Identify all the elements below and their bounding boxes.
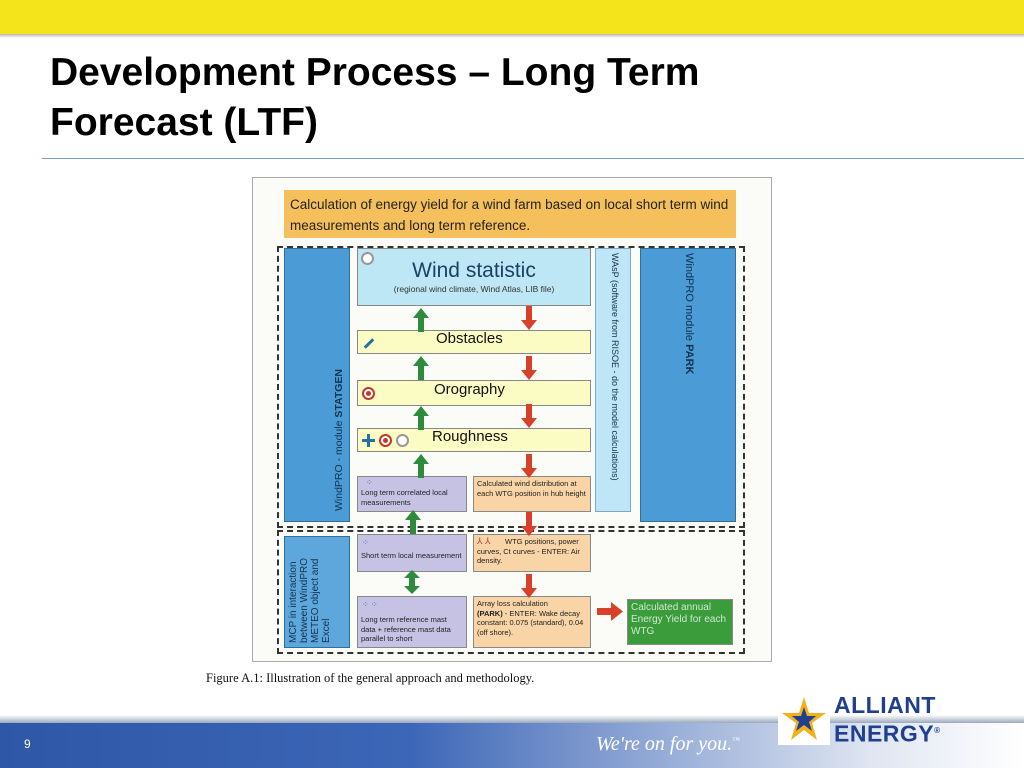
- footer-bar: [0, 723, 1024, 768]
- arrow-double-1: [404, 570, 420, 594]
- lt-correlated-box: ⁘ Long term correlated local measurement…: [357, 476, 467, 512]
- circle-icon: [361, 252, 374, 265]
- annual-energy-box: Calculated annual Energy Yield for each …: [627, 599, 733, 645]
- lt-reference-box: ⁘ ⁘ Long term reference mast data + refe…: [357, 596, 467, 648]
- wind-icon: ⁘: [366, 478, 373, 487]
- slide-title: Development Process – Long Term Forecast…: [50, 48, 950, 148]
- title-divider: [42, 158, 1024, 159]
- arrow-up-3: [413, 406, 429, 430]
- title-line-1: Development Process – Long Term: [50, 51, 700, 94]
- lt-reference-text: Long term reference mast data + referenc…: [361, 615, 451, 643]
- crosshair-icon: [362, 434, 375, 447]
- arrow-up-4: [413, 454, 429, 478]
- target-icon: [379, 434, 392, 447]
- flow-arrows: [404, 306, 623, 621]
- arrow-right-1: [597, 602, 623, 621]
- wtg-positions-box: ⅄ ⅄ WTG positions, power curves, Ct curv…: [473, 534, 591, 572]
- array-loss-park: (PARK): [477, 608, 503, 618]
- annual-energy-text: Calculated annual Energy Yield for each …: [631, 602, 727, 637]
- orography-label: Orography: [434, 381, 505, 398]
- arrow-down-3: [521, 404, 537, 428]
- wind-statistic-subtitle: (regional wind climate, Wind Atlas, LIB …: [393, 284, 555, 294]
- meteo-group-frame: [277, 530, 745, 654]
- logo-star-icon: [778, 693, 830, 745]
- obstacles-label: Obstacles: [436, 330, 503, 347]
- target-icon: [362, 387, 375, 400]
- tagline: We're on for you.™: [596, 733, 740, 755]
- top-bar-shadow: [0, 34, 1024, 38]
- short-term-text: Short term local measurement: [361, 551, 462, 560]
- orography-box: Orography: [357, 380, 591, 406]
- wtg-positions-text: WTG positions, power curves, Ct curves -…: [477, 537, 580, 565]
- statgen-column: WindPRO - module STATGEN: [284, 248, 350, 522]
- arrow-down-2: [521, 356, 537, 380]
- page-number: 9: [24, 737, 31, 751]
- arrow-up-5: [405, 510, 421, 534]
- obstacles-box: Obstacles: [357, 330, 591, 354]
- arrow-down-5: [521, 512, 537, 536]
- lt-correlated-text: Long term correlated local measurements: [361, 488, 448, 507]
- park-column: WindPRO module PARK: [640, 248, 736, 522]
- figure-header: Calculation of energy yield for a wind f…: [284, 190, 736, 238]
- calc-wind-distribution-text: Calculated wind distribution at each WTG…: [477, 479, 586, 498]
- roughness-label: Roughness: [432, 428, 508, 445]
- short-term-box: ⁘ Short term local measurement: [357, 534, 467, 572]
- arrow-up-2: [413, 356, 429, 380]
- roughness-box: Roughness: [357, 428, 591, 452]
- mast-icon: ⁘ ⁘: [362, 600, 378, 609]
- arrow-down-6: [521, 574, 537, 598]
- footer-shadow: [0, 715, 1024, 723]
- statgen-group-frame: [277, 246, 745, 528]
- arrow-down-1: [521, 306, 537, 330]
- calc-wind-distribution-box: Calculated wind distribution at each WTG…: [473, 476, 591, 512]
- circle-icon: [396, 434, 409, 447]
- arrow-up-1: [413, 308, 429, 332]
- figure-caption: Figure A.1: Illustration of the general …: [206, 671, 535, 685]
- top-accent-bar: [0, 0, 1024, 34]
- process-figure: Calculation of energy yield for a wind f…: [252, 177, 772, 662]
- turbine-icon: ⅄ ⅄: [477, 536, 491, 546]
- wind-statistic-title: Wind statistic: [412, 259, 536, 282]
- array-loss-text-2: - ENTER: Wake decay constant: 0.075 (sta…: [477, 608, 584, 637]
- wasp-column: WAsP (software from RISOE - do the model…: [595, 248, 631, 512]
- array-loss-box: Array loss calculation (PARK) - ENTER: W…: [473, 596, 591, 648]
- wind-icon: ⁘: [362, 538, 369, 547]
- title-line-2: Forecast (LTF): [50, 101, 318, 144]
- array-loss-text-1: Array loss calculation: [477, 599, 548, 608]
- wind-statistic-box: Wind statistic (regional wind climate, W…: [357, 248, 591, 306]
- arrow-down-4: [521, 454, 537, 478]
